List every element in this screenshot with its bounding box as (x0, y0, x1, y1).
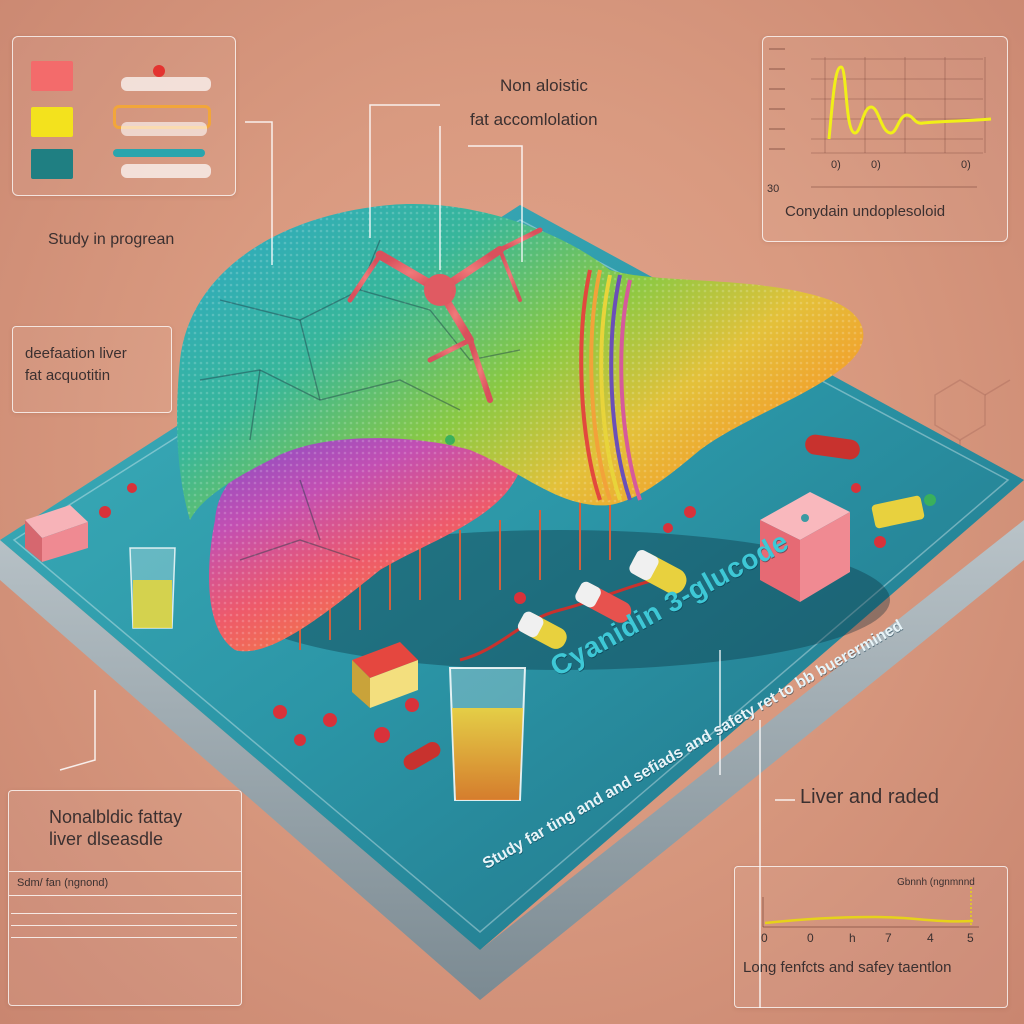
bottom-right-tick-3: h (849, 931, 856, 945)
legend-swatch-red (31, 61, 73, 91)
vessel-ribbon (579, 269, 642, 501)
bottom-right-tick-4: 7 (885, 931, 892, 945)
legend-swatch-yellow (31, 107, 73, 137)
nafld-rule-3 (11, 913, 237, 914)
leader-lines (59, 104, 795, 1008)
nafld-rule-4 (11, 925, 237, 926)
nafld-title-line1: Nonalbldic fattay (49, 807, 183, 827)
capsules (517, 550, 687, 649)
liver-texture-cracks (199, 239, 521, 561)
cube-left (25, 505, 88, 562)
nafld-subtitle: Sdm/ fan (ngnond) (17, 877, 109, 889)
callout-top-line1: Non aloistic (500, 76, 588, 95)
chart-caption: Conydain undoplesoloid (785, 203, 946, 220)
bottom-right-panel: Gbnnh (ngnmnnd 0 0 h 7 4 5 Long fenfcts … (734, 866, 1008, 1008)
bottom-right-tick-6: 5 (967, 931, 974, 945)
chart-line (827, 65, 992, 140)
nafld-rule-2 (9, 895, 241, 896)
bottom-right-line (764, 915, 974, 925)
legend-caption: Study in progrean (48, 231, 175, 248)
chart-figure (769, 48, 992, 188)
bottom-right-tick-1: 0 (761, 931, 768, 945)
glass-large (448, 667, 527, 801)
legend-dot (153, 65, 165, 77)
nafld-panel: Nonalbldic fattay liver dlseasdle Sdm/ f… (8, 790, 242, 1006)
nafld-title-line2: liver dlseasdle (49, 829, 164, 849)
legend-bar-5 (121, 164, 211, 178)
bottom-right-tick-2: 0 (807, 931, 814, 945)
legend-bar-3 (121, 122, 207, 136)
callout-left-line2: fat acquotitin (25, 367, 111, 384)
legend-bar-4 (113, 149, 205, 157)
bottom-right-tick-5: 4 (927, 931, 934, 945)
legend-bar-1 (121, 77, 211, 91)
bottom-right-chart (762, 887, 979, 928)
legend-swatch-teal (31, 149, 73, 179)
chart-panel: 0) 0) 0) 30 Conydain undoplesoloid (762, 36, 1008, 242)
bottom-right-caption: Long fenfcts and safey taentlon (743, 959, 952, 976)
callout-top-line2: fat accomlolation (470, 110, 598, 129)
legend-panel (12, 36, 236, 196)
cube-center (352, 642, 418, 708)
cube-right (760, 492, 850, 602)
scattered-beads (99, 435, 936, 746)
callout-left-panel: deefaation liver fat acquotitin (12, 326, 172, 413)
bottom-right-corner-label: Gbnnh (ngnmnnd (897, 877, 975, 888)
chart-tick-2: 0) (871, 159, 881, 171)
nafld-rule-5 (11, 937, 237, 938)
chart-corner-label: 30 (767, 183, 780, 195)
callout-left-line1: deefaation liver (25, 345, 127, 362)
nafld-rule-1 (9, 871, 241, 872)
callout-lower-right: Liver and raded (800, 786, 939, 808)
chart-tick-3: 0) (961, 159, 971, 171)
chart-tick-1: 0) (831, 159, 841, 171)
glass-small (129, 547, 176, 629)
